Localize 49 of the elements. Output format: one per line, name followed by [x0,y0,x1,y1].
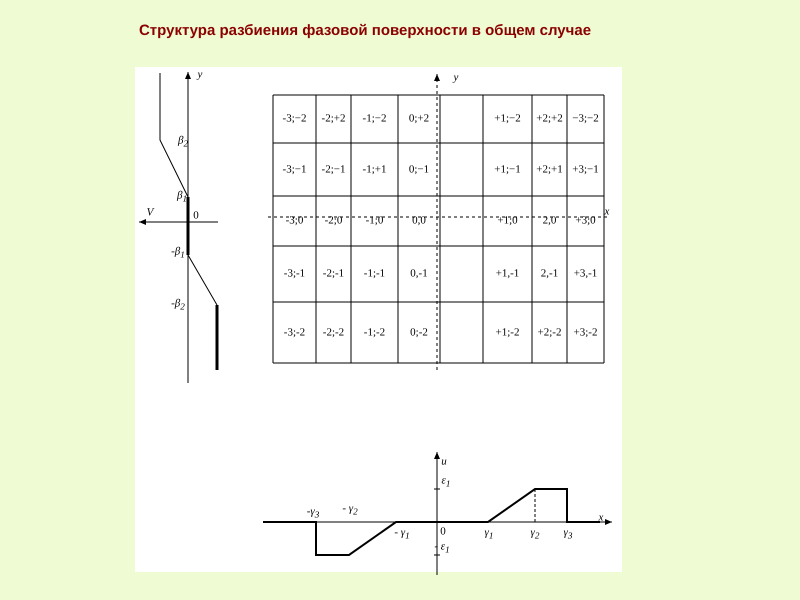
cell-label: -3;−1 [282,164,306,175]
cell-label: +3;−1 [572,164,599,175]
cell-label: 0;-2 [410,327,428,338]
cell-label: +1;0 [497,216,518,226]
cell-label: -1;-2 [364,327,386,338]
cell-label: +3;-2 [574,327,598,338]
axis-label: u [441,456,447,468]
cell-label: +1,-1 [496,268,520,280]
cell-label: -1;-1 [364,268,386,280]
cell-label: 0;+2 [408,114,430,124]
cell-label: 0;−1 [408,164,430,175]
axis-label: γ$_{1}$ [484,527,494,541]
cell-label: -2;-2 [322,327,344,338]
axis-label: - γ$_{2}$ [342,503,358,517]
axis-label: -γ$_{3}$ [306,506,320,520]
cell-label: -2;-1 [322,268,344,280]
axis-label: V [146,208,154,218]
cell-label: 2,-1 [540,268,558,280]
cell-label: -3;-2 [284,327,306,338]
cell-label: -1;+1 [362,164,386,175]
axis-label: 0 [440,526,446,538]
axis-label: x [604,206,610,218]
cell-label: −3;−2 [572,114,599,124]
cell-label: +2;+1 [536,164,563,175]
cell-label: +1;−1 [494,164,521,175]
axis-label: -β$_{2}$ [171,298,185,312]
cell-label: +3;0 [575,216,596,226]
title: Структура разбиения фазовой поверхности в общем случае [138,22,592,39]
cell-label: +2;-2 [538,327,562,338]
cell-label: +1;−2 [494,114,521,124]
cell-label: -3;-1 [284,268,306,280]
cell-label: -3;−2 [282,114,306,124]
axis-label: γ$_{3}$ [564,527,572,541]
cell-label: +1;-2 [496,327,520,338]
axis-label: ε$_{1}$ [442,475,450,489]
axis-label: x [598,512,604,524]
cell-label: -1;−2 [362,114,386,124]
axis-label: -β$_{1}$ [171,246,185,260]
cell-label: +3,-1 [574,268,598,280]
cell-label: -2;+2 [322,114,346,124]
axis-label: y [198,70,202,80]
axis-label: 0 [193,210,199,222]
cell-label: 0,-1 [410,268,428,280]
axis-label: - γ$_{1}$ [394,527,410,541]
axis-label: β$_{1}$ [176,190,188,204]
cell-label: -2;−1 [322,164,346,175]
axis-label: y [454,72,458,84]
cell-label: +2;+2 [536,114,563,124]
axis-label: γ$_{2}$ [530,527,540,541]
